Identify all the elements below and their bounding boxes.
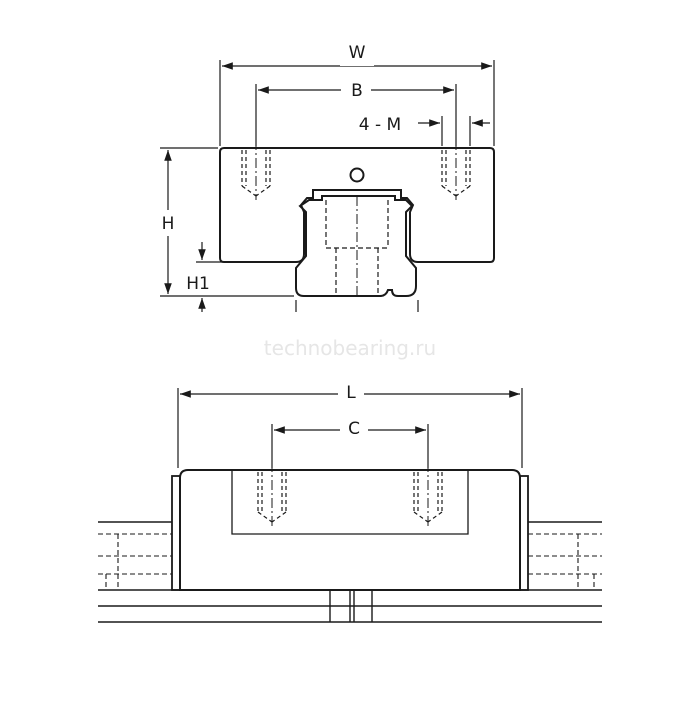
rail-bolt-hole-hidden: [325, 200, 389, 296]
side-view: L C: [98, 380, 602, 623]
end-seal-left: [171, 475, 181, 591]
rail-profile: [295, 195, 417, 297]
right-thread-hole-hidden: [441, 150, 471, 197]
dim-w: [219, 60, 495, 146]
dim-h: [160, 147, 294, 297]
dim-4m: [418, 116, 490, 146]
watermark-text: technobearing.ru: [264, 336, 436, 360]
dim-b-label: B: [351, 81, 363, 101]
dim-h-label: H: [162, 214, 175, 234]
left-thread-hole-hidden: [241, 150, 271, 197]
end-seal-right: [519, 475, 529, 591]
carriage-top-recess: [231, 470, 469, 535]
cross-section-view: W B 4 - M H: [156, 42, 495, 312]
dim-4m-label: 4 - M: [359, 115, 401, 135]
rail-hidden-lines-left: [98, 533, 172, 590]
dim-h1-label: H1: [186, 274, 210, 294]
carriage-side-outline: [179, 469, 521, 591]
rail-center-bolt: [329, 590, 373, 622]
dim-h1: [196, 242, 419, 312]
rail-hidden-lines-right: [528, 533, 602, 590]
grease-nipple: [349, 167, 365, 183]
carriage-block-outline: [219, 147, 495, 263]
side-left-thread-hole-hidden: [257, 472, 287, 523]
dim-l-label: L: [346, 383, 356, 403]
side-right-thread-hole-hidden: [413, 472, 443, 523]
dim-c-label: C: [348, 419, 360, 439]
dim-w-label: W: [349, 43, 366, 63]
